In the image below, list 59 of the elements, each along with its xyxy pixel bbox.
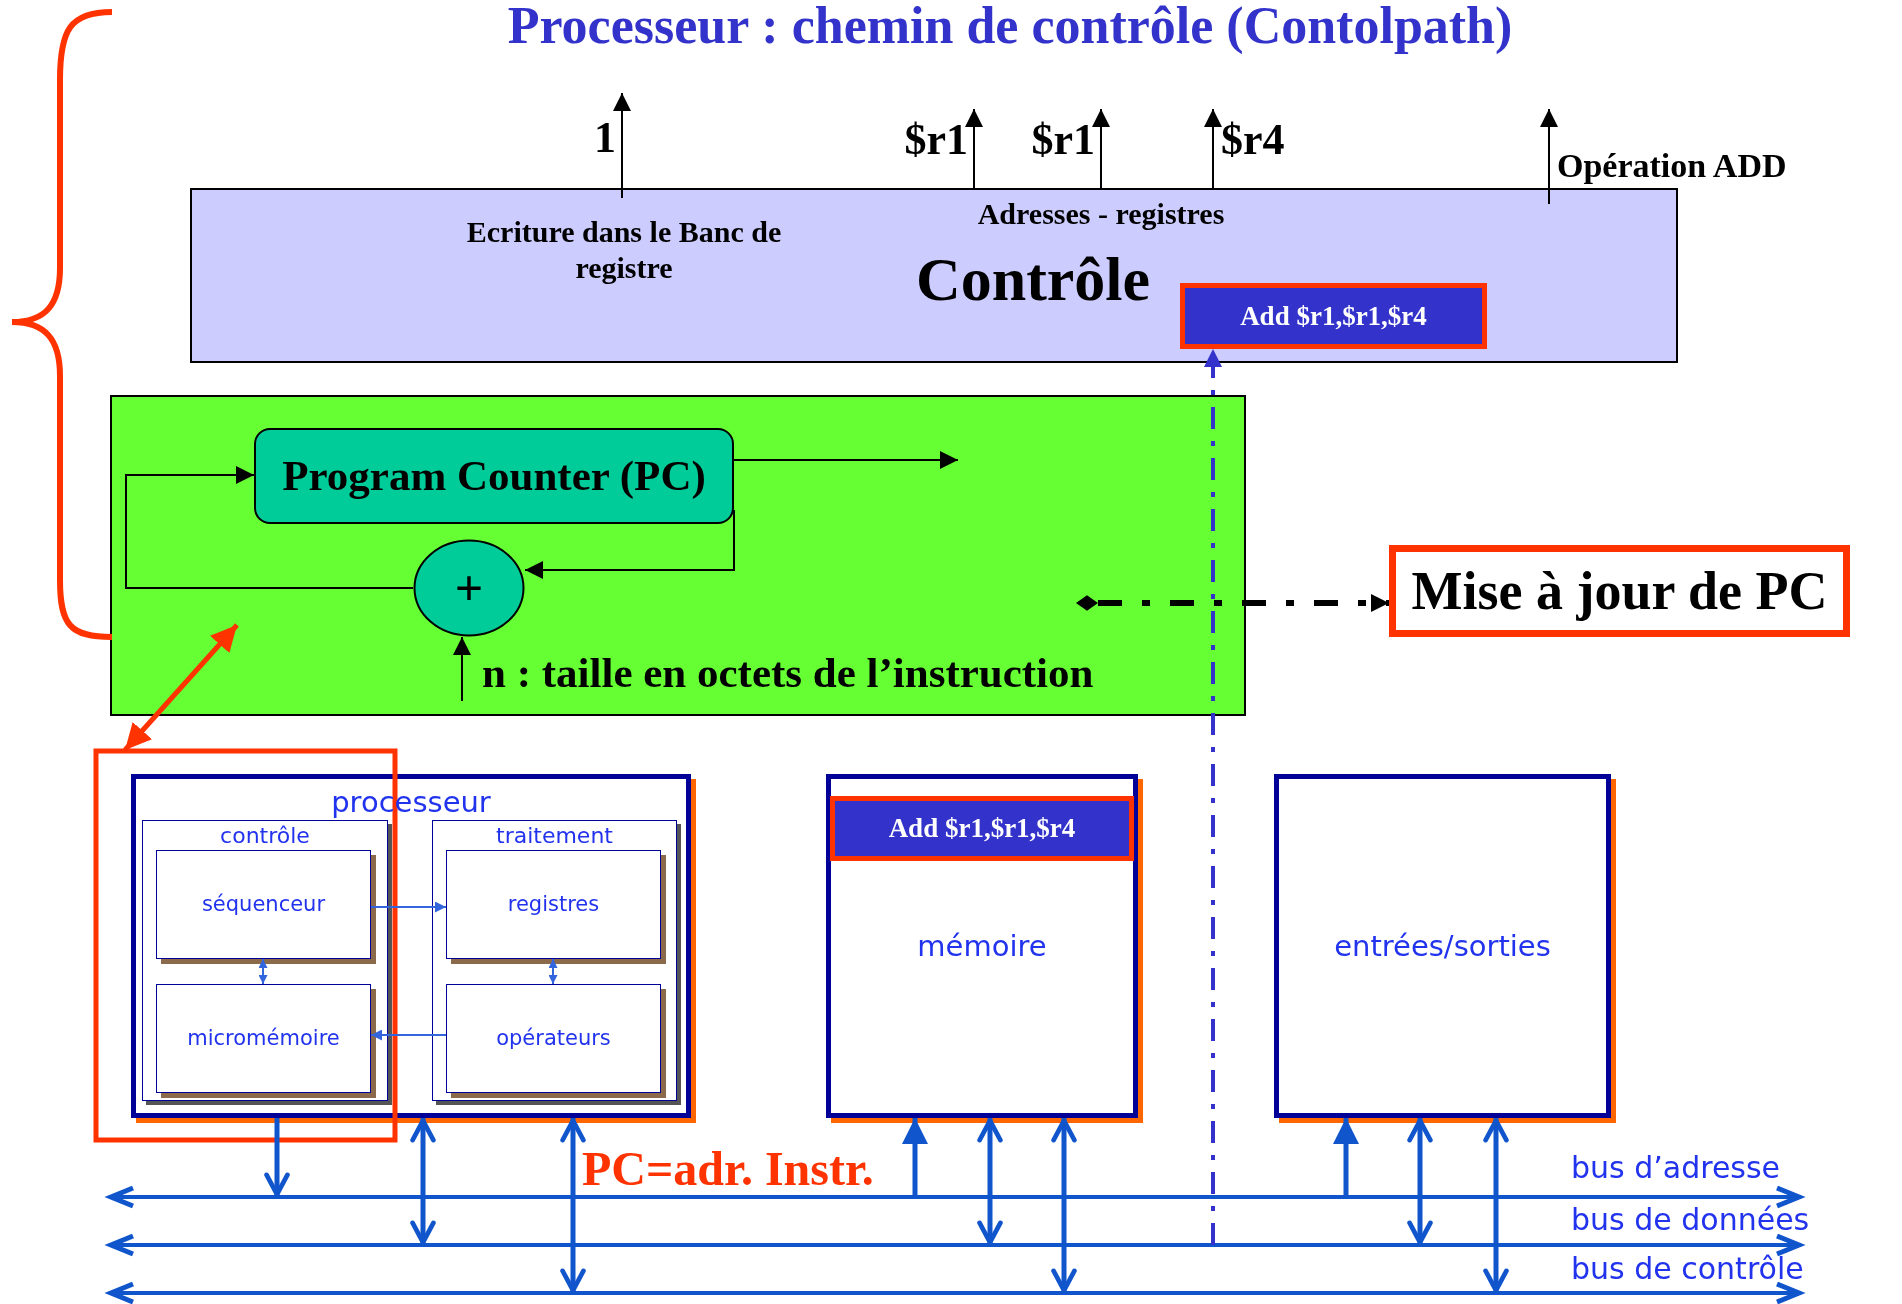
arrow <box>1333 1118 1359 1197</box>
instruction-text: Add $r1,$r1,$r4 <box>888 812 1076 845</box>
arrow <box>733 451 959 469</box>
arrow <box>977 1118 1003 1245</box>
plus-sign: + <box>454 559 484 618</box>
panel-title: Contrôle <box>914 244 1152 315</box>
program-counter-box <box>254 428 734 524</box>
arrow <box>613 92 631 199</box>
component-label: entrées/sorties <box>1333 929 1552 964</box>
arrow <box>1092 108 1110 189</box>
datapath-panel <box>110 395 1246 716</box>
box-label: Program Counter (PC) <box>282 451 706 502</box>
signal-label: $r1 <box>904 114 968 167</box>
arrow <box>965 108 983 189</box>
component-label: mémoire <box>916 929 1048 964</box>
box-label: registres <box>507 891 600 918</box>
adder-circle <box>413 539 525 637</box>
arrow <box>123 623 239 752</box>
dashed-arrow <box>1076 594 1389 612</box>
signal-label: 1 <box>594 112 616 165</box>
subunit-title: traitement <box>495 823 614 850</box>
bus-label: bus d’adresse <box>1571 1150 1781 1186</box>
arrow <box>1483 1118 1509 1293</box>
instruction-box <box>1180 283 1487 349</box>
arrow <box>453 636 471 702</box>
title: Processeur : chemin de contrôle (Contolpath) <box>506 0 1514 55</box>
signal-label: $r1 <box>1031 114 1095 167</box>
arrow <box>1051 1118 1077 1293</box>
subunit-title: contrôle <box>219 823 311 850</box>
callout-box <box>1389 545 1850 637</box>
bus-label: bus de données <box>1571 1202 1810 1238</box>
heading: Adresses - registres <box>976 196 1226 232</box>
box-label: opérateurs <box>496 1025 611 1052</box>
signal-label: $r4 <box>1221 114 1285 167</box>
arrow <box>1204 108 1222 189</box>
arrow <box>410 1118 436 1245</box>
arrow <box>560 1118 586 1293</box>
instruction-text: Add $r1,$r1,$r4 <box>1240 299 1427 333</box>
instruction-box <box>830 796 1134 861</box>
note-text: n : taille en octets de l’instruction <box>482 648 1095 698</box>
annotation-text: PC=adr. Instr. <box>582 1141 874 1197</box>
arrow <box>902 1118 928 1197</box>
arrow <box>264 1118 290 1197</box>
arrow <box>1540 108 1558 205</box>
box-label: séquenceur <box>201 891 326 918</box>
arrow <box>1407 1118 1433 1245</box>
arrow <box>370 901 447 913</box>
arrow <box>125 466 414 589</box>
arrow <box>258 958 268 985</box>
description: Ecriture dans le Banc de registre <box>465 214 783 286</box>
arrow <box>370 1029 447 1041</box>
signal-label: Opération ADD <box>1557 146 1787 187</box>
arrow <box>548 958 558 985</box>
bus-label: bus de contrôle <box>1571 1251 1804 1287</box>
box-label: micromémoire <box>187 1025 340 1052</box>
control-panel <box>190 188 1678 363</box>
arrow <box>524 509 735 579</box>
dashed-arrow <box>1204 349 1222 1245</box>
callout-text: Mise à jour de PC <box>1411 559 1828 623</box>
